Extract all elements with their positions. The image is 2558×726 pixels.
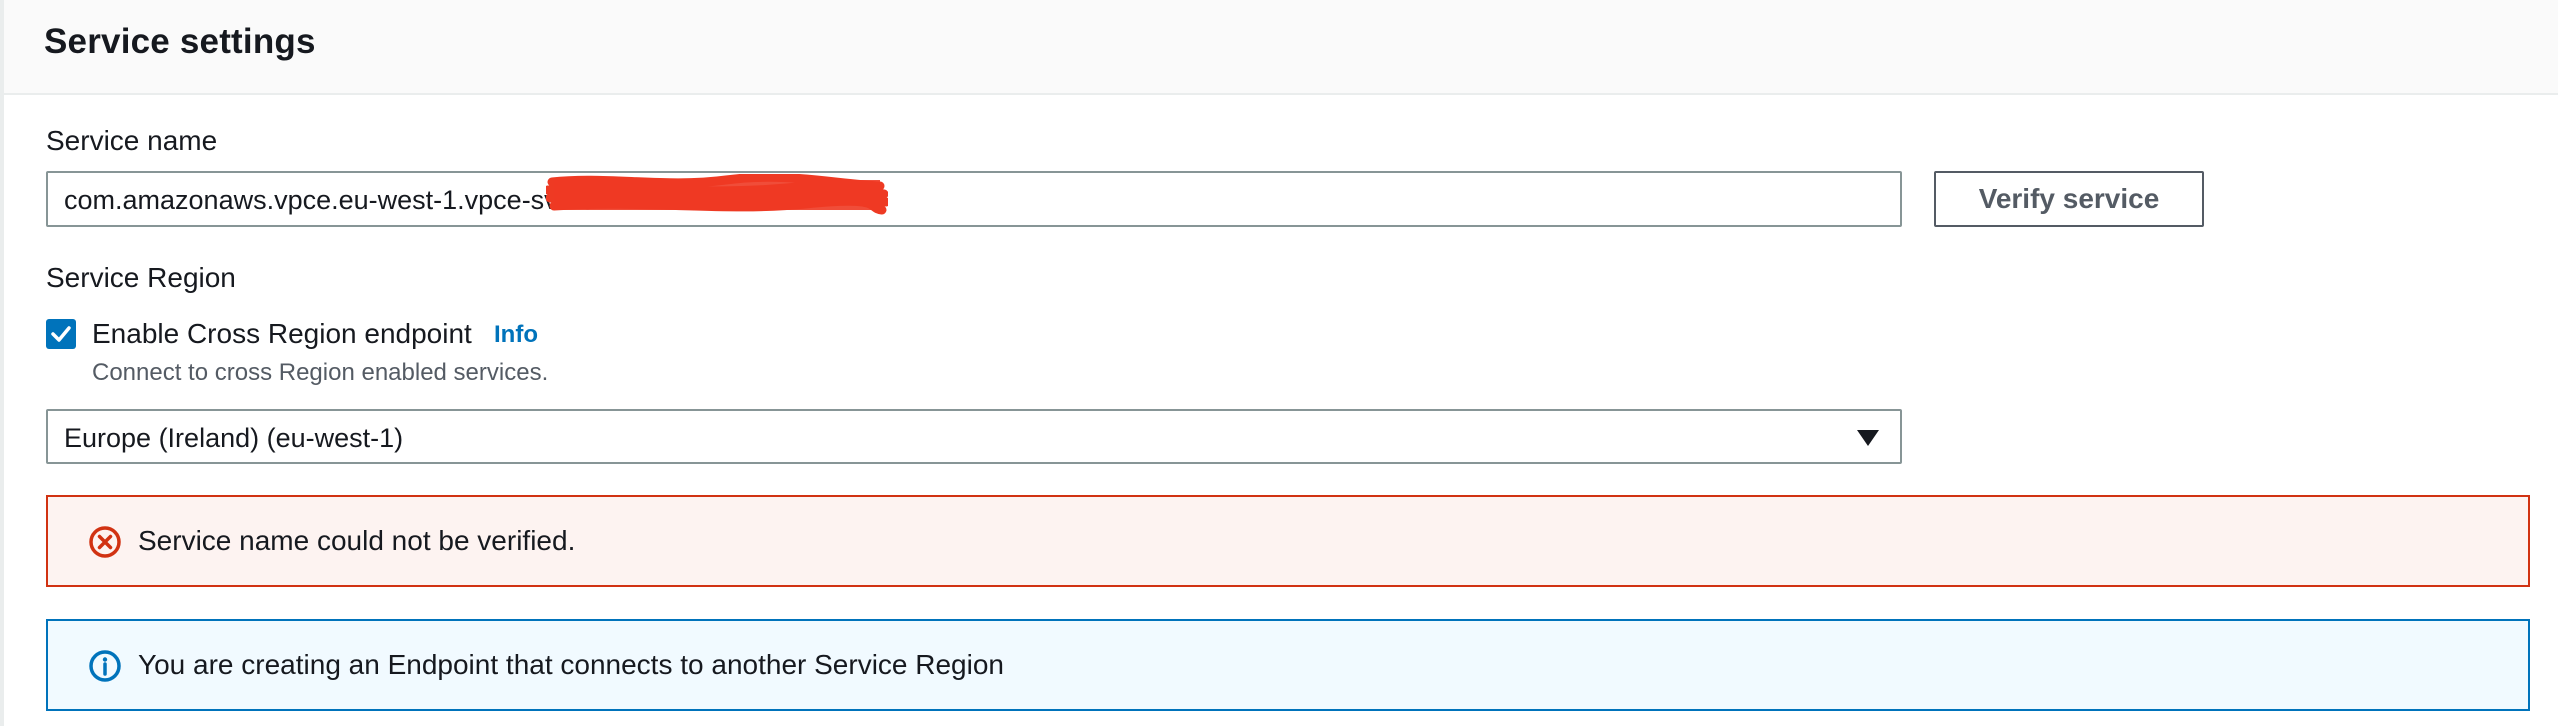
cross-region-description: Connect to cross Region enabled services…	[92, 359, 549, 386]
error-alert-message: Service name could not be verified.	[138, 525, 576, 556]
info-link[interactable]: Info	[494, 321, 538, 348]
verify-service-button[interactable]: Verify service	[1934, 171, 2204, 227]
checkmark-icon	[51, 326, 71, 342]
service-name-input[interactable]: com.amazonaws.vpce.eu-west-1.vpce-svc-0	[46, 171, 1902, 227]
service-region-label: Service Region	[46, 262, 236, 293]
info-circle-icon	[89, 650, 121, 682]
service-name-label: Service name	[46, 125, 218, 156]
error-circle-icon	[89, 526, 121, 558]
panel-header: Service settings	[4, 0, 2558, 95]
region-select-value: Europe (Ireland) (eu-west-1)	[64, 423, 404, 453]
cross-region-checkbox-label[interactable]: Enable Cross Region endpoint	[92, 318, 472, 349]
panel-title: Service settings	[44, 22, 316, 61]
info-alert: You are creating an Endpoint that connec…	[46, 619, 2530, 711]
service-name-value: com.amazonaws.vpce.eu-west-1.vpce-svc-0	[64, 185, 596, 215]
cross-region-checkbox[interactable]	[46, 319, 76, 349]
redaction-scribble	[546, 174, 888, 215]
caret-down-icon	[1857, 430, 1879, 446]
error-alert: Service name could not be verified.	[46, 495, 2530, 587]
info-alert-message: You are creating an Endpoint that connec…	[138, 649, 1004, 680]
region-select[interactable]: Europe (Ireland) (eu-west-1)	[46, 409, 1902, 464]
